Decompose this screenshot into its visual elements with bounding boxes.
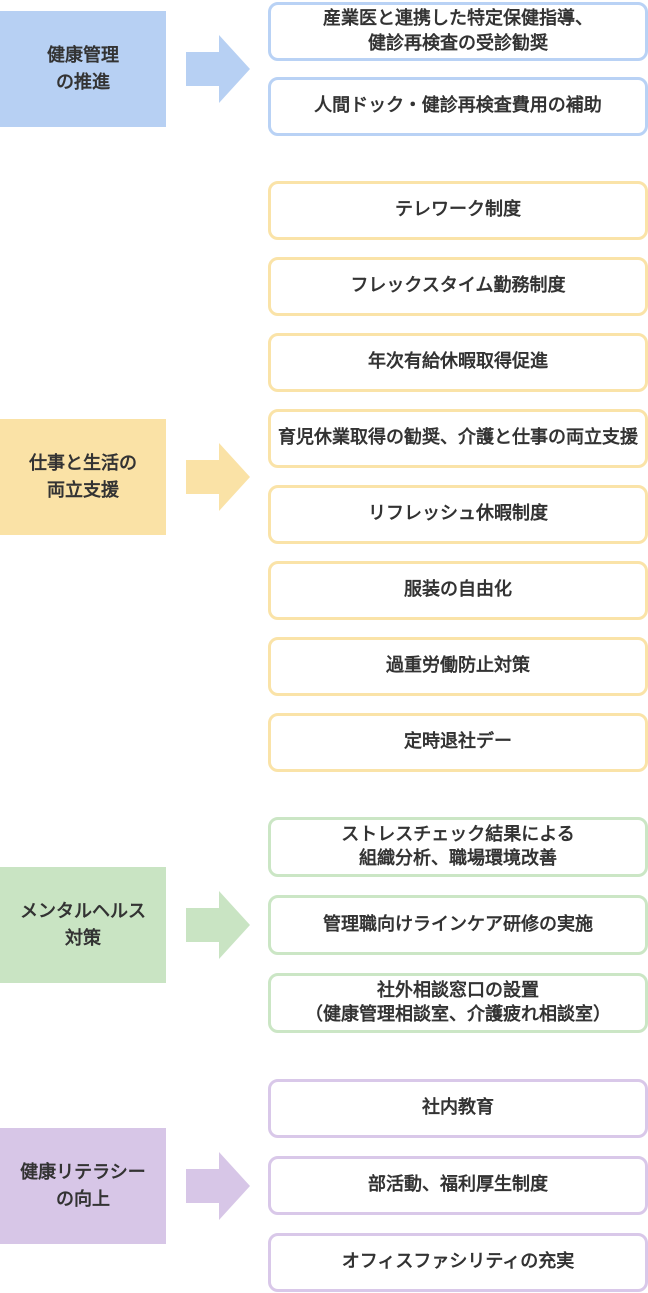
item-box: 人間ドック・健診再検査費用の補助 [268,77,648,136]
category-label: 健康管理 の推進 [0,11,166,127]
arrow-right-icon [186,442,250,511]
item-box: 年次有給休暇取得促進 [268,333,648,392]
section-items: テレワーク制度 フレックスタイム勤務制度 年次有給休暇取得促進 育児休業取得の勧… [268,181,648,772]
section-mental-health: メンタルヘルス 対策 ストレスチェック結果による 組織分析、職場環境改善 管理職… [0,817,648,1033]
section-left-column: 健康リテラシー の向上 [0,1127,268,1244]
item-box: 産業医と連携した特定保健指導、 健診再検査の受診勧奨 [268,2,648,61]
arrow-right-icon [186,35,250,103]
section-health-literacy: 健康リテラシー の向上 社内教育 部活動、福利厚生制度 オフィスファシリティの充… [0,1079,648,1292]
section-left-column: メンタルヘルス 対策 [0,867,268,983]
item-box: 社外相談窓口の設置 （健康管理相談室、介護疲れ相談室） [268,973,648,1033]
arrow-right-icon [186,891,250,959]
section-left-column: 健康管理 の推進 [0,11,268,127]
arrow-right-icon [186,1151,250,1220]
item-box: 社内教育 [268,1079,648,1138]
section-items: 産業医と連携した特定保健指導、 健診再検査の受診勧奨 人間ドック・健診再検査費用… [268,2,648,136]
item-box: 定時退社デー [268,713,648,772]
section-items: ストレスチェック結果による 組織分析、職場環境改善 管理職向けラインケア研修の実… [268,817,648,1033]
item-box: 部活動、福利厚生制度 [268,1156,648,1215]
section-items: 社内教育 部活動、福利厚生制度 オフィスファシリティの充実 [268,1079,648,1292]
section-work-life-balance: 仕事と生活の 両立支援 テレワーク制度 フレックスタイム勤務制度 年次有給休暇取… [0,181,648,772]
item-box: フレックスタイム勤務制度 [268,257,648,316]
category-label: 健康リテラシー の向上 [0,1127,166,1244]
item-box: 過重労働防止対策 [268,637,648,696]
section-health-management: 健康管理 の推進 産業医と連携した特定保健指導、 健診再検査の受診勧奨 人間ドッ… [0,2,648,136]
item-box: 育児休業取得の勧奨、介護と仕事の両立支援 [268,409,648,468]
category-label: メンタルヘルス 対策 [0,867,166,983]
item-box: ストレスチェック結果による 組織分析、職場環境改善 [268,817,648,877]
item-box: 管理職向けラインケア研修の実施 [268,895,648,955]
item-box: テレワーク制度 [268,181,648,240]
item-box: リフレッシュ休暇制度 [268,485,648,544]
item-box: オフィスファシリティの充実 [268,1233,648,1292]
category-label: 仕事と生活の 両立支援 [0,418,166,535]
item-box: 服装の自由化 [268,561,648,620]
section-left-column: 仕事と生活の 両立支援 [0,418,268,535]
